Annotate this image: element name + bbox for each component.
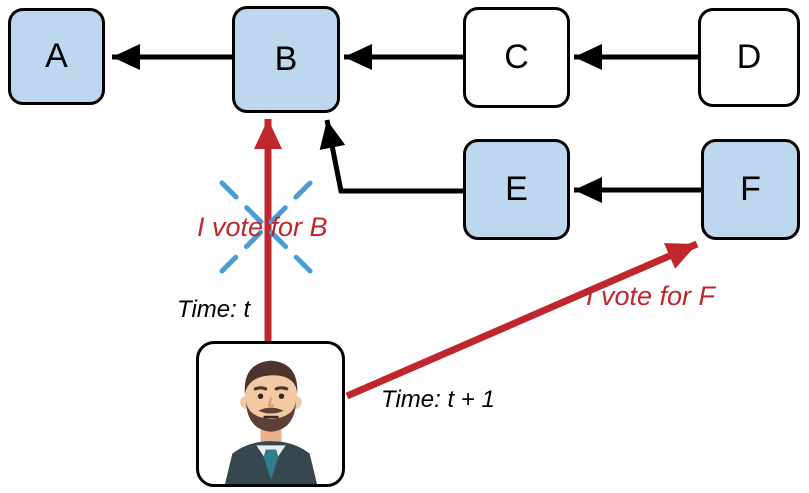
- cancel-mark: [219, 180, 313, 274]
- person-icon: [224, 360, 317, 484]
- node-f-label: F: [740, 170, 761, 208]
- node-e: E: [463, 139, 570, 240]
- node-c-label: C: [504, 38, 529, 76]
- node-d-label: D: [736, 38, 762, 76]
- voter-avatar-box: [196, 341, 345, 487]
- node-b-label: B: [274, 40, 298, 78]
- node-b: B: [232, 6, 340, 113]
- time-t-plus-1-label: Time: t + 1: [381, 386, 495, 413]
- vote-arrow-f: [345, 240, 699, 400]
- vote-f-label: I vote for F: [586, 281, 716, 311]
- node-d: D: [698, 8, 800, 107]
- time-t-label: Time: t: [177, 296, 251, 323]
- node-a: A: [8, 8, 105, 105]
- node-e-label: E: [505, 170, 528, 208]
- node-c: C: [463, 7, 570, 108]
- node-f: F: [701, 139, 800, 240]
- node-a-label: A: [45, 37, 68, 75]
- vote-b-label: I vote for B: [197, 212, 328, 242]
- edge-e-to-b: [319, 119, 463, 194]
